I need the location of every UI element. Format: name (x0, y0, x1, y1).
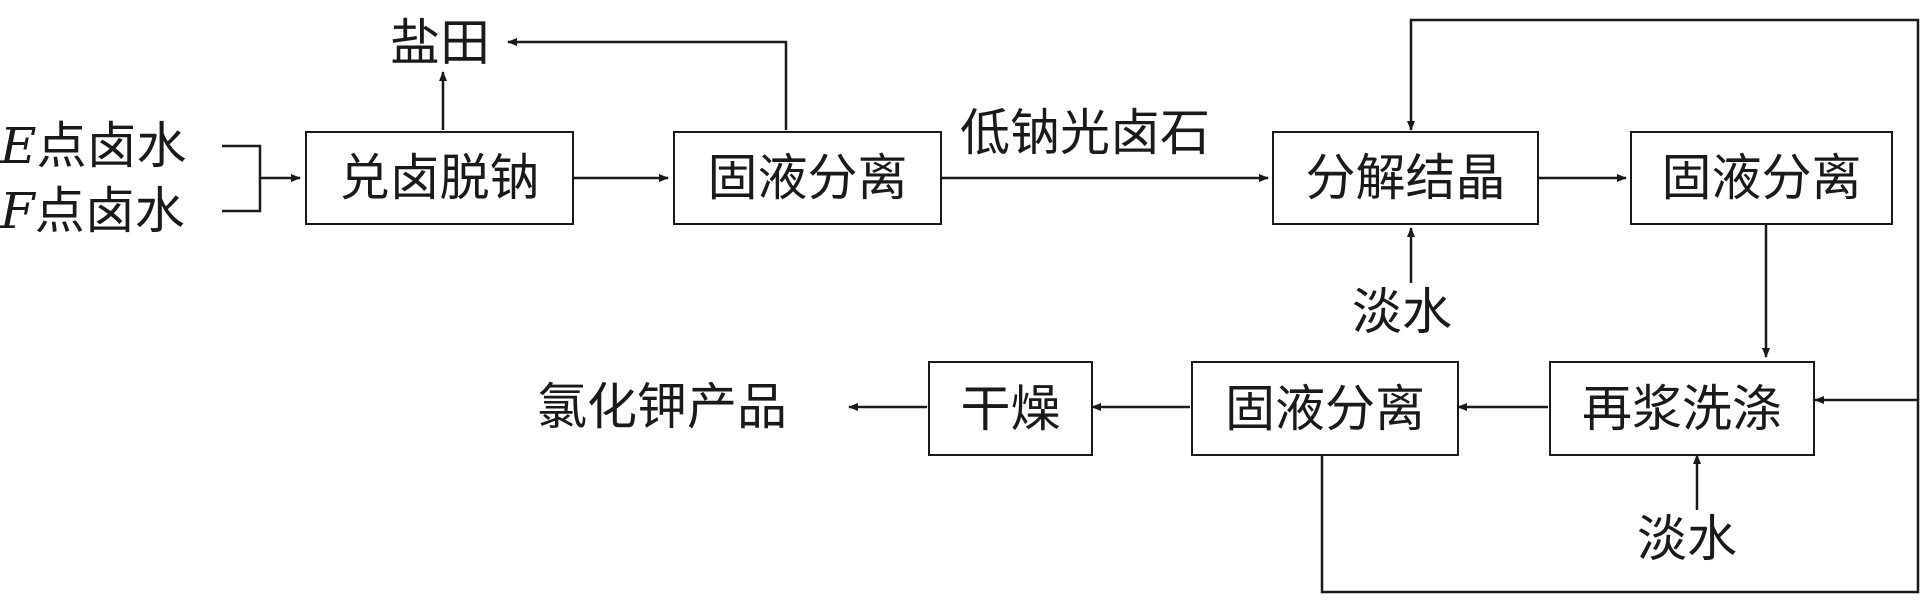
label-f-text: 点卤水 (34, 182, 185, 240)
box-solid-liquid-separation-2: 固液分离 (1630, 131, 1893, 225)
box-solid-liquid-separation-1: 固液分离 (673, 131, 942, 225)
label-e-letter: E (0, 117, 37, 175)
label-f-point-brine: F点卤水 (0, 186, 185, 236)
recycle-loop-to-b3 (1407, 18, 1920, 400)
recycle-loop-to-b5 (1320, 396, 1920, 594)
label-fresh-water-1: 淡水 (1352, 283, 1452, 341)
label-low-sodium-carnallite: 低钠光卤石 (960, 104, 1210, 162)
box-reslurry-washing: 再浆洗涤 (1549, 361, 1815, 456)
brine-inputs-bracket (222, 144, 262, 213)
box-solid-liquid-separation-3: 固液分离 (1191, 361, 1459, 456)
box-drying: 干燥 (928, 361, 1093, 456)
label-salt-field: 盐田 (390, 14, 490, 72)
label-fresh-water-2: 淡水 (1637, 510, 1737, 568)
label-e-text: 点卤水 (36, 117, 187, 175)
arrow-b2-to-salt-field (507, 38, 788, 130)
label-f-letter: F (0, 182, 35, 240)
label-kcl-product: 氯化钾产品 (537, 378, 787, 436)
label-e-point-brine: E点卤水 (0, 121, 187, 171)
box-brine-mixing-desodium: 兑卤脱钠 (305, 131, 574, 225)
box-decomposition-crystallization: 分解结晶 (1272, 131, 1539, 225)
